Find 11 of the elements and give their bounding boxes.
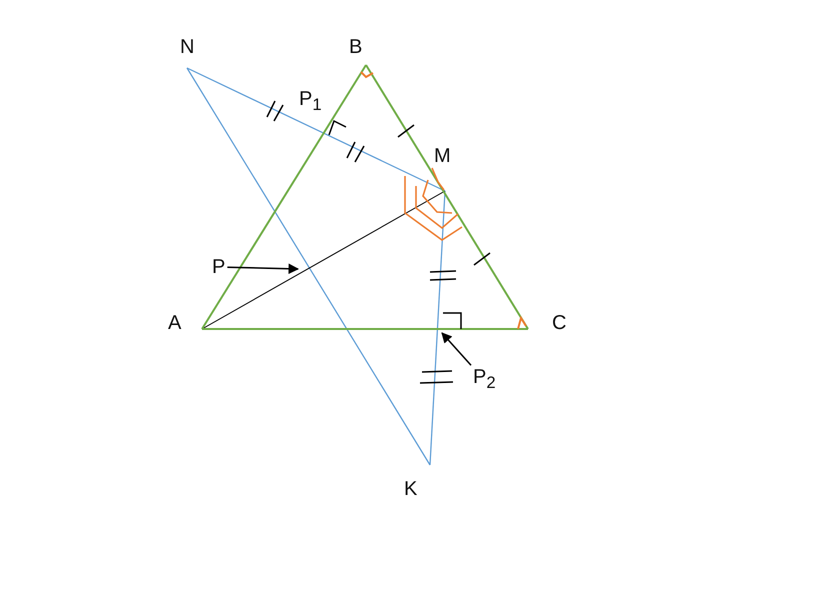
- point-label: C: [552, 312, 566, 334]
- leader-arrow: [227, 264, 300, 274]
- point-label: P: [212, 256, 226, 278]
- point-label: K: [404, 478, 418, 500]
- point-label: M: [434, 145, 451, 167]
- point-label: N: [180, 36, 194, 58]
- point-label: B: [349, 36, 362, 58]
- point-label: A: [168, 312, 182, 334]
- point-label: P$_{1}$: [299, 88, 322, 116]
- point-label: P$_{2}$: [473, 366, 496, 394]
- leader-arrow: [441, 332, 472, 366]
